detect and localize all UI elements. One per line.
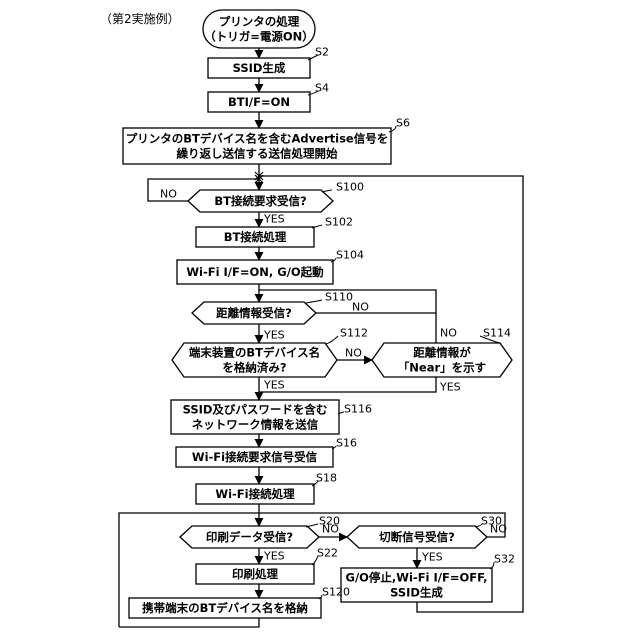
node-s114-label: 「Near」を示す	[398, 361, 486, 375]
step-s22-label: S22	[317, 547, 338, 560]
step-s112-label: S112	[340, 327, 368, 340]
node-s30-label: 切断信号受信?	[379, 530, 455, 544]
node-start: プリンタの処理（トリガ=電源ON）	[203, 10, 315, 48]
node-s120: 携帯端末のBTデバイス名を格納	[129, 598, 321, 618]
node-s116-label: ネットワーク情報を送信	[192, 418, 319, 432]
node-s100-label: BT接続要求受信?	[214, 194, 306, 208]
node-s104: Wi-Fi I/F=ON, G/O起動	[177, 260, 333, 284]
node-start-label: （トリガ=電源ON）	[204, 30, 314, 44]
node-s16-label: Wi-Fi接続要求信号受信	[192, 450, 318, 464]
step-s18-label: S18	[316, 472, 337, 485]
step-s102-label: S102	[325, 216, 353, 229]
edge-label-s114-yes: YES	[439, 381, 461, 394]
node-s112: 端末装置のBTデバイス名を格納済み?	[172, 343, 337, 377]
node-s102-label: BT接続処理	[224, 230, 287, 244]
node-s6-label: プリンタのBTデバイス名を含むAdvertise信号を	[126, 132, 388, 146]
node-s112-label: を格納済み?	[222, 361, 286, 375]
step-s20-leader	[306, 524, 318, 527]
node-s116: SSID及びパスワードを含むネットワーク情報を送信	[171, 400, 339, 434]
step-s110-leader	[306, 300, 322, 303]
node-s114-label: 距離情報が	[413, 346, 471, 360]
edge-label-s114-no: NO	[440, 327, 457, 340]
node-s22-label: 印刷処理	[232, 567, 278, 581]
edge-label-s30-yes: YES	[421, 551, 443, 564]
step-s32-label: S32	[494, 553, 515, 566]
step-s116-label: S116	[344, 403, 372, 416]
node-s22: 印刷処理	[196, 564, 314, 584]
edge-label-s20-no: NO	[322, 523, 339, 536]
node-s2: SSID生成	[208, 58, 310, 78]
node-s4-label: BTI/F=ON	[228, 95, 290, 109]
node-s110: 距離情報受信?	[192, 302, 316, 324]
edge-label-s20-yes: YES	[263, 550, 285, 563]
node-s20: 印刷データ受信?	[180, 526, 319, 548]
node-s4: BTI/F=ON	[208, 92, 310, 112]
node-s32: G/O停止,Wi-Fi I/F=OFF,SSID生成	[341, 568, 492, 602]
edge-label-s112-no: NO	[345, 347, 362, 360]
step-s100-label: S100	[336, 181, 364, 194]
step-s112-leader	[326, 336, 338, 344]
step-s100-leader	[322, 190, 332, 192]
node-s32-label: SSID生成	[390, 586, 443, 600]
connector-e-s120-loop	[119, 618, 259, 627]
node-s18-label: Wi-Fi接続処理	[215, 487, 295, 501]
node-s16: Wi-Fi接続要求信号受信	[176, 447, 333, 467]
step-s110-label: S110	[325, 291, 353, 304]
connector-e-s114-yes	[259, 377, 436, 392]
edge-label-s110-yes: YES	[263, 329, 285, 342]
node-s114: 距離情報が「Near」を示す	[372, 343, 512, 377]
node-start-label: プリンタの処理	[219, 15, 300, 29]
node-s116-label: SSID及びパスワードを含む	[183, 403, 328, 417]
edge-label-s100-yes: YES	[263, 213, 285, 226]
node-s30: 切断信号受信?	[347, 526, 487, 548]
node-s104-label: Wi-Fi I/F=ON, G/O起動	[186, 265, 324, 279]
node-s32-label: G/O停止,Wi-Fi I/F=OFF,	[346, 571, 488, 585]
edge-label-s112-yes: YES	[263, 379, 285, 392]
node-s2-label: SSID生成	[233, 61, 286, 75]
step-s6-label: S6	[396, 117, 410, 130]
edge-label-s100-no: NO	[160, 188, 177, 201]
node-s120-label: 携帯端末のBTデバイス名を格納	[142, 601, 308, 615]
node-s18: Wi-Fi接続処理	[196, 484, 314, 504]
node-s6: プリンタのBTデバイス名を含むAdvertise信号を繰り返し送信する送信処理開…	[123, 128, 391, 164]
node-s20-label: 印刷データ受信?	[206, 530, 293, 544]
node-s112-label: 端末装置のBTデバイス名	[189, 346, 320, 360]
edge-label-s110-no: NO	[352, 301, 369, 314]
edge-label-s30-no: NO	[490, 523, 507, 536]
step-s114-label: S114	[483, 327, 511, 340]
node-s6-label: 繰り返し送信する送信処理開始	[177, 147, 338, 161]
step-s2-label: S2	[315, 46, 329, 59]
step-s4-label: S4	[315, 82, 329, 95]
node-s102: BT接続処理	[196, 227, 314, 247]
node-s100: BT接続要求受信?	[188, 190, 333, 212]
node-s110-label: 距離情報受信?	[216, 306, 292, 320]
step-s120-label: S120	[322, 586, 350, 599]
step-s104-label: S104	[336, 249, 364, 262]
step-s16-label: S16	[336, 437, 357, 450]
